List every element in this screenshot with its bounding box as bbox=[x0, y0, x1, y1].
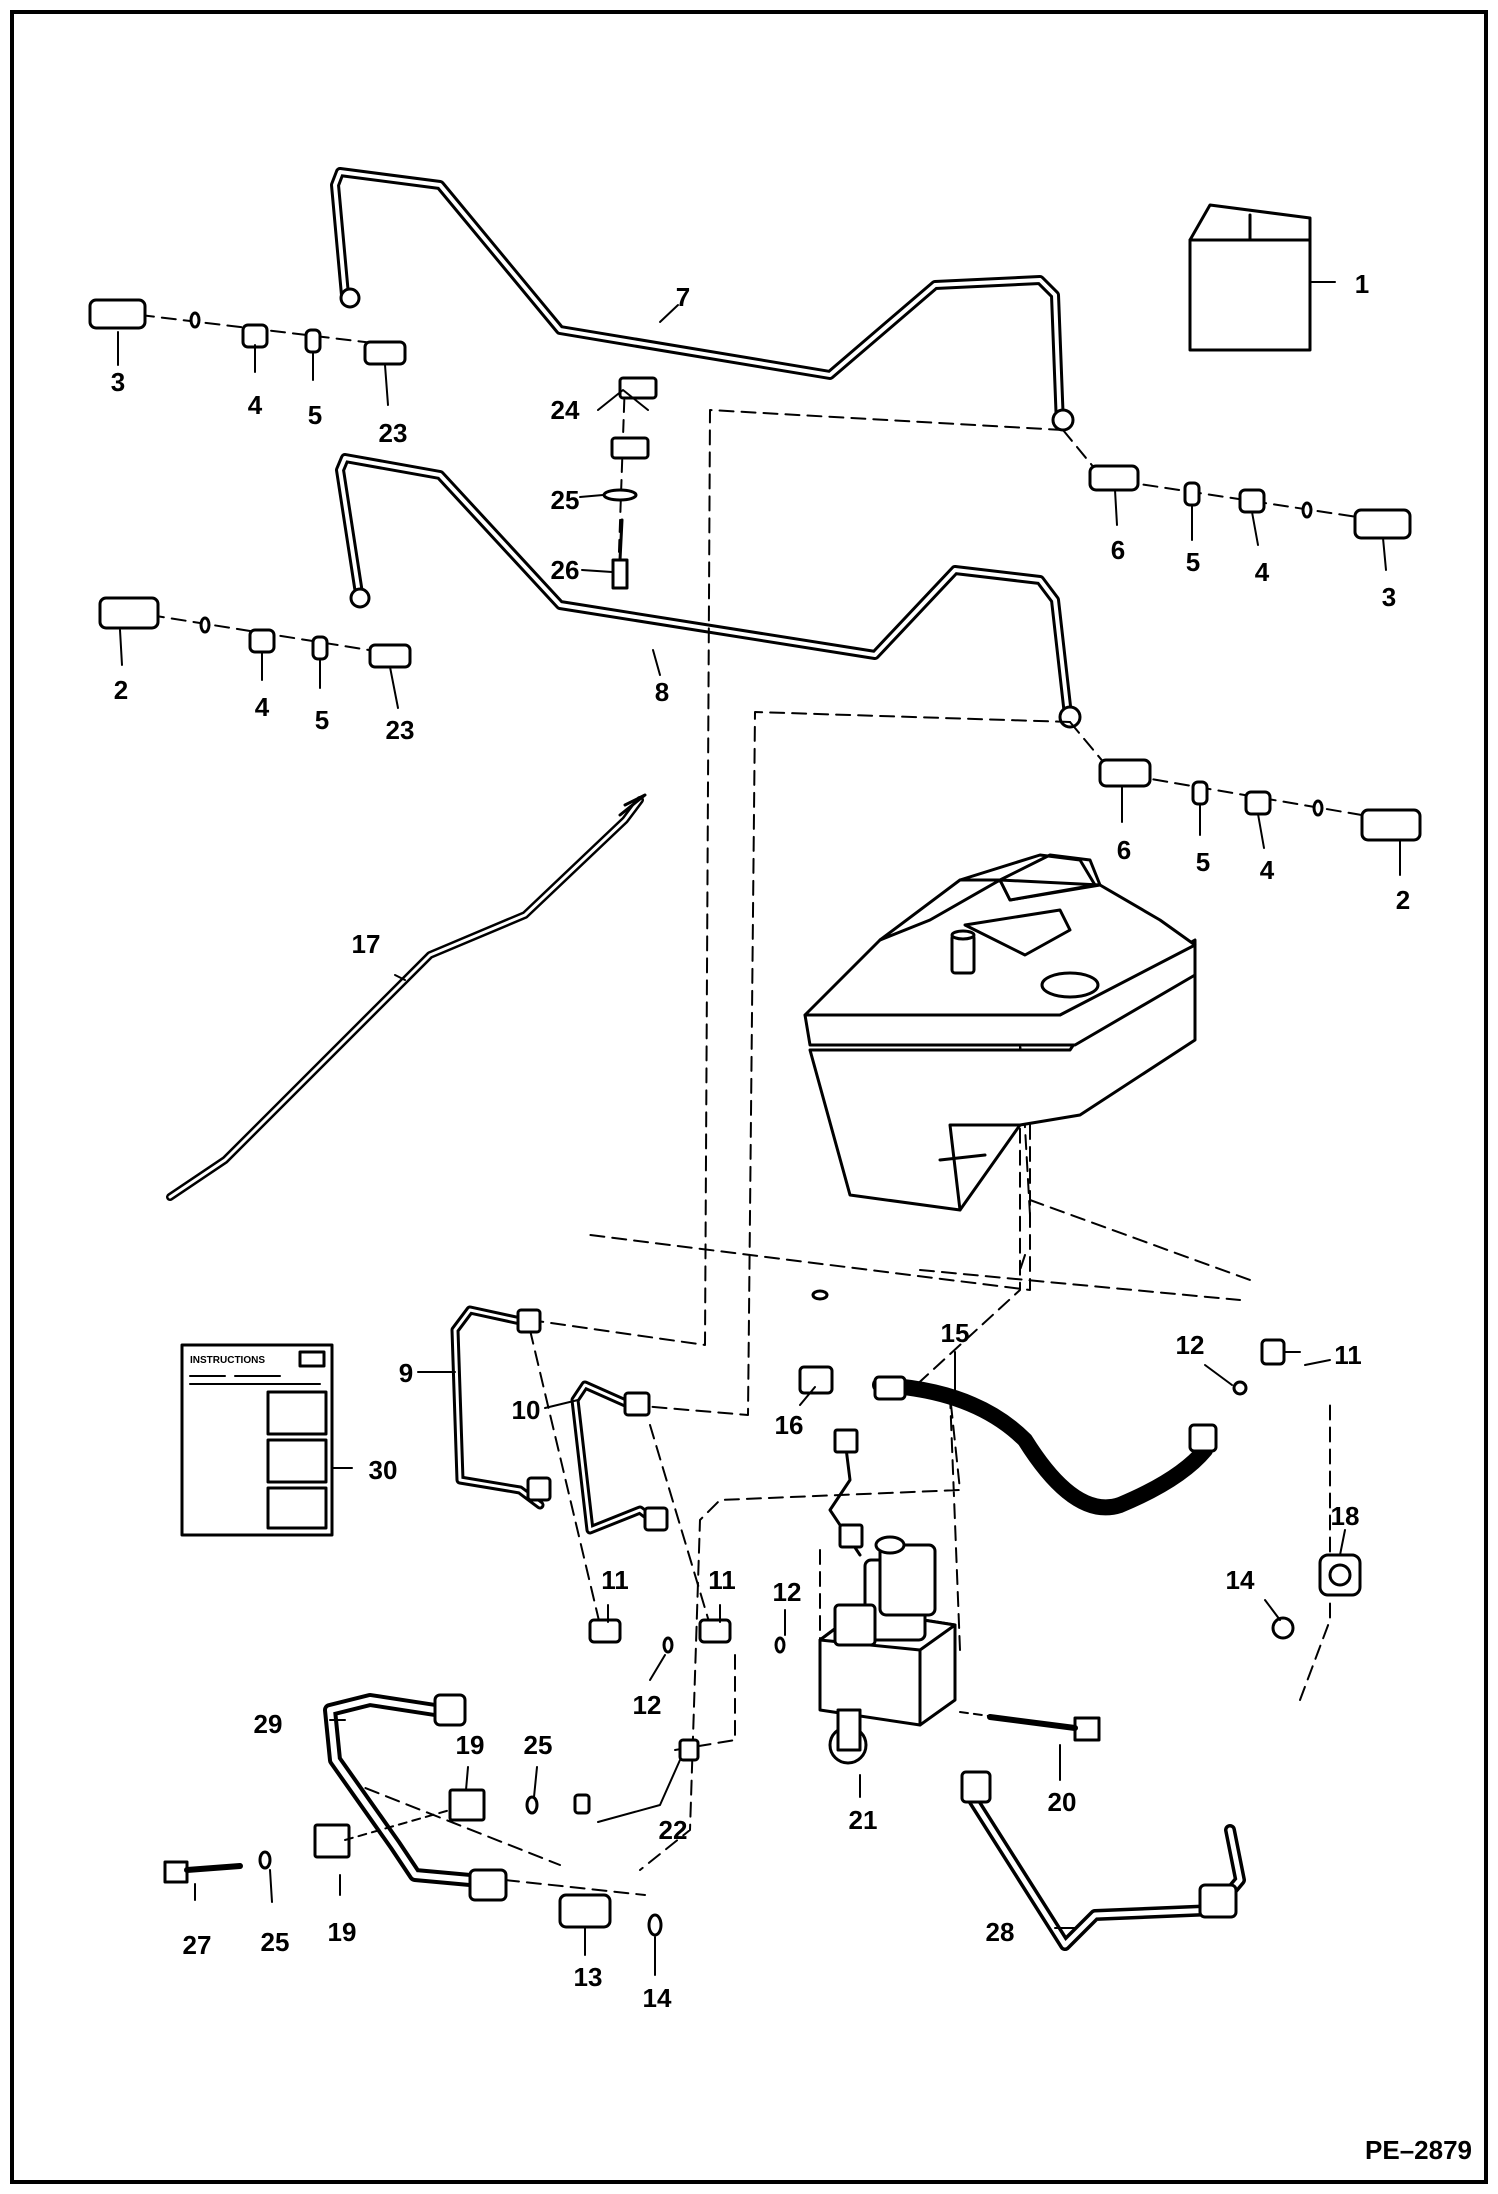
callout-6: 6 bbox=[1110, 535, 1126, 565]
callout-12: 12 bbox=[1175, 1330, 1205, 1360]
callout-12: 12 bbox=[772, 1577, 802, 1607]
tube-29 bbox=[323, 1693, 508, 1902]
callout-2: 2 bbox=[1395, 885, 1411, 915]
callout-24: 24 bbox=[550, 395, 580, 425]
bolt-20 bbox=[959, 1711, 1101, 1742]
callout-21: 21 bbox=[848, 1805, 878, 1835]
callout-14: 14 bbox=[642, 1983, 672, 2013]
instruction-sheet-30 bbox=[180, 1343, 334, 1537]
fitting-chain-lower-left bbox=[98, 596, 412, 669]
callout-13: 13 bbox=[573, 1962, 603, 1992]
callout-30: 30 bbox=[368, 1455, 398, 1485]
callout-23: 23 bbox=[378, 418, 408, 448]
hydraulic-tank bbox=[803, 853, 1197, 1212]
leader-lines bbox=[117, 281, 1401, 1976]
callout-12: 12 bbox=[632, 1690, 662, 1720]
callout-25: 25 bbox=[523, 1730, 553, 1760]
figure-id-label: PE–2879 bbox=[1365, 2135, 1472, 2165]
callout-4: 4 bbox=[247, 390, 263, 420]
callout-29: 29 bbox=[253, 1709, 283, 1739]
callout-7: 7 bbox=[675, 282, 691, 312]
fitting-chain-upper-right bbox=[1062, 429, 1412, 540]
callout-11: 11 bbox=[601, 1565, 629, 1595]
callout-5: 5 bbox=[314, 705, 330, 735]
tube-28 bbox=[960, 1770, 1246, 1951]
tube-7 bbox=[330, 167, 1075, 432]
callout-19: 19 bbox=[327, 1917, 357, 1947]
fitting-chain-lower-right bbox=[1069, 721, 1422, 842]
tube-10 bbox=[570, 1380, 669, 1535]
callout-26: 26 bbox=[550, 555, 580, 585]
callout-14: 14 bbox=[1225, 1565, 1255, 1595]
callout-4: 4 bbox=[1259, 855, 1275, 885]
callout-18: 18 bbox=[1330, 1501, 1360, 1531]
page-border bbox=[10, 10, 1488, 2184]
callout-3: 3 bbox=[1381, 582, 1397, 612]
part-1-box bbox=[1188, 203, 1312, 352]
hose-15 bbox=[798, 1289, 1286, 1516]
tube-8 bbox=[335, 453, 1082, 729]
callout-4: 4 bbox=[1254, 557, 1270, 587]
callout-17: 17 bbox=[351, 929, 381, 959]
callout-15: 15 bbox=[940, 1318, 970, 1348]
callout-2: 2 bbox=[113, 675, 129, 705]
callout-11: 11 bbox=[1334, 1340, 1362, 1370]
callout-16: 16 bbox=[774, 1410, 804, 1440]
callout-20: 20 bbox=[1047, 1787, 1077, 1817]
callout-5: 5 bbox=[307, 400, 323, 430]
clamp-set-19 bbox=[163, 1738, 700, 1884]
callout-3: 3 bbox=[110, 367, 126, 397]
valve-block-21 bbox=[818, 1428, 957, 1765]
tube-9 bbox=[450, 1305, 552, 1510]
callout-22: 22 bbox=[658, 1815, 688, 1845]
callout-5: 5 bbox=[1185, 547, 1201, 577]
fittings-11-12 bbox=[588, 1618, 786, 1654]
instruction-sheet-title: INSTRUCTIONS bbox=[190, 1355, 265, 1366]
callout-28: 28 bbox=[985, 1917, 1015, 1947]
callout-25: 25 bbox=[260, 1927, 290, 1957]
callout-25: 25 bbox=[550, 485, 580, 515]
callout-11: 11 bbox=[708, 1565, 736, 1595]
callout-23: 23 bbox=[385, 715, 415, 745]
callout-10: 10 bbox=[511, 1395, 541, 1425]
rod-17 bbox=[166, 793, 647, 1201]
callout-4: 4 bbox=[254, 692, 270, 722]
callout-5: 5 bbox=[1195, 847, 1211, 877]
fitting-18 bbox=[1271, 1553, 1362, 1640]
callout-19: 19 bbox=[455, 1730, 485, 1760]
fitting-chain-upper-left bbox=[88, 298, 407, 366]
callout-1: 1 bbox=[1354, 269, 1370, 299]
callout-27: 27 bbox=[182, 1930, 212, 1960]
fitting-13 bbox=[558, 1893, 663, 1937]
callout-8: 8 bbox=[654, 677, 670, 707]
callout-6: 6 bbox=[1116, 835, 1132, 865]
callout-9: 9 bbox=[398, 1358, 414, 1388]
